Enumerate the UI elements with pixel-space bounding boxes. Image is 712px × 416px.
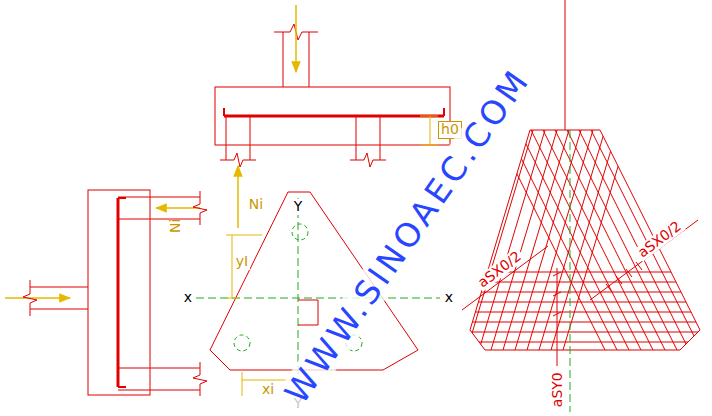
force-label: Ni: [168, 217, 183, 235]
watermark: WWW.SINOAEC.COM: [276, 59, 540, 414]
cap-elevation-left: [23, 190, 207, 396]
plan-dimensions: [226, 235, 298, 396]
reinforcement-plan: [455, 0, 712, 412]
axis-label: x: [443, 290, 455, 305]
spacing-label: aSX0/2: [634, 218, 686, 263]
axis-label: x: [182, 290, 194, 305]
spacing-label: aSX0/2: [474, 248, 526, 293]
dimension-label: xi: [260, 382, 276, 397]
h0-dimension: [420, 116, 438, 145]
axis-label: Y: [292, 199, 305, 214]
force-label: Ni: [247, 197, 265, 212]
cap-elevation-top: [215, 24, 450, 167]
spacing-label: aSY0: [549, 371, 564, 410]
dimension-label: yI: [234, 254, 250, 269]
